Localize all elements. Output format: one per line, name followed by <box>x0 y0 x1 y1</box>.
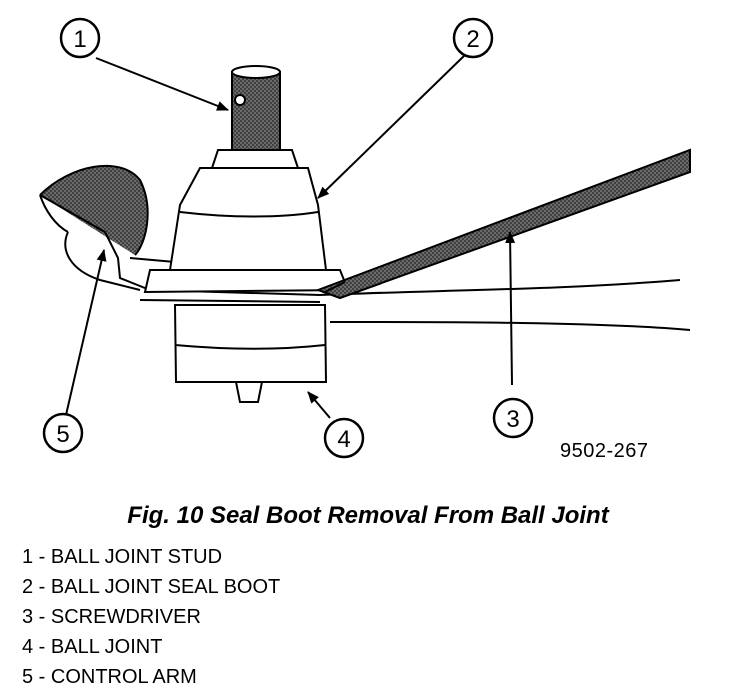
leader-2 <box>317 53 467 199</box>
figure-caption: Fig. 10 Seal Boot Removal From Ball Join… <box>127 502 609 529</box>
callout-2-number: 2 <box>466 26 479 53</box>
screwdriver <box>315 148 691 300</box>
callout-5-number: 5 <box>56 421 69 448</box>
legend-item: 5 - CONTROL ARM <box>22 666 197 688</box>
callout-1-number: 1 <box>73 26 86 53</box>
legend-item: 2 - BALL JOINT SEAL BOOT <box>22 576 281 598</box>
leader-4 <box>307 391 331 419</box>
ball-joint-seal-boot <box>143 167 350 294</box>
leader-1 <box>95 57 229 111</box>
parts-legend: 1 - BALL JOINT STUD 2 - BALL JOINT SEAL … <box>22 542 280 692</box>
legend-item: 4 - BALL JOINT <box>22 636 163 658</box>
callout-leaders <box>65 53 516 419</box>
ball-joint-stud <box>210 65 300 169</box>
callout-2: 2 <box>452 17 494 59</box>
ball-joint-illustration: 1 2 3 4 5 <box>39 17 691 459</box>
callout-3-number: 3 <box>506 406 519 433</box>
legend-item: 3 - SCREWDRIVER <box>22 606 201 628</box>
legend-item: 1 - BALL JOINT STUD <box>22 546 223 568</box>
callout-1: 1 <box>59 17 101 59</box>
leader-5 <box>65 249 107 416</box>
figure-code: 9502-267 <box>560 440 649 462</box>
callout-3: 3 <box>492 397 534 439</box>
leader-3 <box>505 231 516 386</box>
callout-4-number: 4 <box>337 426 350 453</box>
callout-4: 4 <box>323 417 365 459</box>
ball-joint-housing <box>173 304 328 403</box>
callout-5: 5 <box>42 412 84 454</box>
